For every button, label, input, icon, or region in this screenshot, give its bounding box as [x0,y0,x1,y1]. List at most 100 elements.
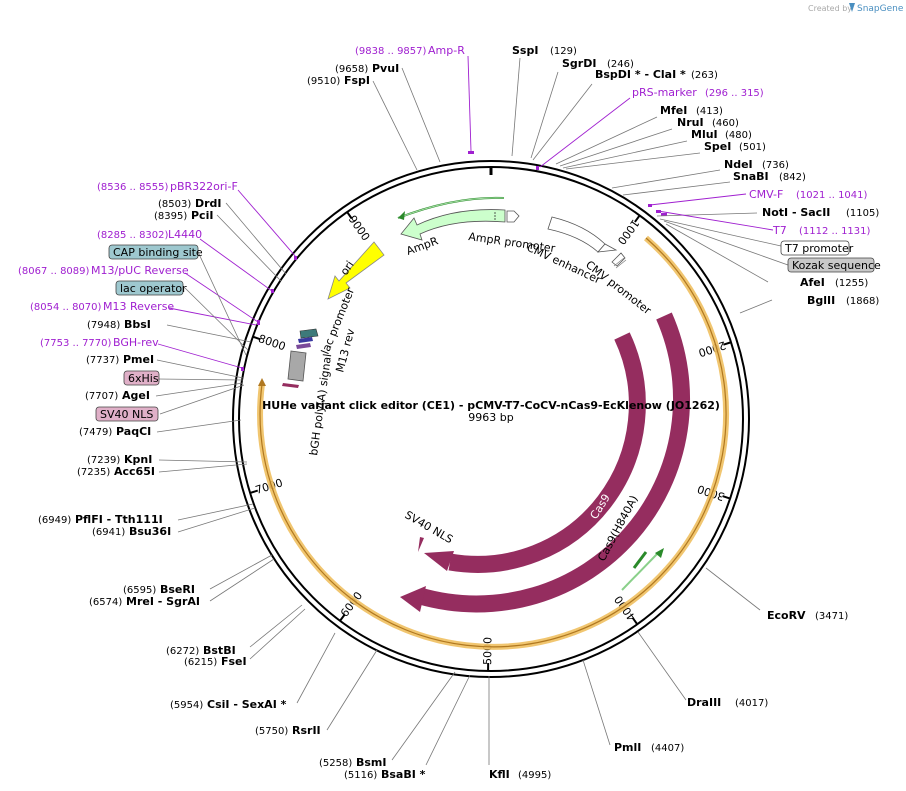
kozak-box[interactable]: Kozak sequence [787,257,881,273]
sv40-nls-box[interactable]: SV40 NLS [95,406,159,422]
ruler-tick-label: 8000 [257,332,288,353]
primer-label[interactable]: pRS-marker [632,86,697,99]
site-label[interactable]: NotI - SacII [762,206,830,219]
site-label[interactable]: BstBI [203,644,236,657]
sv40-nls-label: SV40 NLS [403,508,456,546]
lac-operator-mark [296,337,313,349]
site-pos: (460) [712,118,739,129]
6xhis-box[interactable]: 6xHis [123,370,160,386]
site-label[interactable]: DrdI [195,197,222,210]
cmv-enhancer-arrow[interactable] [547,216,618,253]
site-leader-lines [155,57,791,766]
site-label[interactable]: KflI [489,768,510,781]
site-pos: (5116) [344,770,377,781]
cmv-promoter-arrow[interactable] [611,252,627,269]
site-label[interactable]: FseI [221,655,247,668]
boxed-features: T7 promoter Kozak sequence CAP binding s… [95,240,881,422]
site-label[interactable]: PflFI - Tth111I [75,513,163,526]
site-pos: (1868) [846,296,879,307]
site-label[interactable]: BsmI [356,756,387,769]
site-pos: (7239) [87,455,120,466]
ori-arrow[interactable] [327,241,385,300]
site-pos: (9658) [335,64,368,75]
site-label[interactable]: AfeI [800,276,825,289]
site-label[interactable]: SpeI [704,140,731,153]
site-label[interactable]: PmlI [614,741,641,754]
site-label[interactable]: SnaBI [733,170,769,183]
site-label[interactable]: MluI [691,128,718,141]
primer-label[interactable]: pBR322ori-F [170,180,238,193]
site-pos: (9510) [307,76,340,87]
site-label[interactable]: KpnI [124,453,152,466]
primer-labels: (9838 .. 9857) Amp-R pRS-marker (296 .. … [18,44,871,349]
site-label[interactable]: MreI - SgrAI [126,595,200,608]
primer-marks [241,151,667,371]
box-label: T7 promoter [784,242,854,255]
orange-feature-arc [257,235,730,650]
primer-leader-lines [157,55,774,415]
box-label: 6xHis [128,372,159,385]
site-pos: (6949) [38,515,71,526]
site-label[interactable]: BseRI [160,583,195,596]
plasmid-name: HUHe variant click editor (CE1) - pCMV-T… [262,399,720,412]
box-label: lac operator [120,282,187,295]
primer-label[interactable]: Amp-R [428,44,465,57]
ampr-promoter-arrow[interactable] [506,210,520,223]
site-label[interactable]: PvuI [372,62,399,75]
site-pos: (1105) [846,208,879,219]
site-label[interactable]: BspDI * - ClaI * [595,68,686,81]
site-label[interactable]: NdeI [724,158,753,171]
cas9-h840a-arc[interactable] [400,312,691,613]
site-label[interactable]: MfeI [660,104,687,117]
site-pos: (7235) [77,467,110,478]
site-pos: (4017) [735,698,768,709]
primer-pos: (7753 .. 7770) [40,338,112,349]
site-label[interactable]: PciI [191,209,213,222]
site-label[interactable]: CsiI - SexAI * [207,698,287,711]
primer-label[interactable]: L4440 [168,228,202,241]
site-label[interactable]: Bsu36I [129,525,171,538]
site-label[interactable]: PmeI [123,353,154,366]
site-pos: (246) [607,59,634,70]
primer-label[interactable]: CMV-F [749,188,783,201]
site-label[interactable]: BbsI [124,318,151,331]
site-label[interactable]: Acc65I [114,465,155,478]
primer-pos: (1021 .. 1041) [796,190,868,201]
lac-operator-box[interactable]: lac operator [115,280,187,296]
primer-label[interactable]: M13 Reverse [103,300,174,313]
site-label[interactable]: SgrDI [562,57,596,70]
site-pos: (3471) [815,611,848,622]
cap-binding-box[interactable]: CAP binding site [108,244,203,260]
primer-label[interactable]: T7 [772,224,787,237]
primer-label[interactable]: M13/pUC Reverse [91,264,189,277]
t7-promoter-box[interactable]: T7 promoter [780,240,854,256]
site-label[interactable]: PaqCI [116,425,151,438]
lac-promoter-arrow[interactable] [299,328,319,339]
site-label[interactable]: BsaBI * [381,768,426,781]
site-label[interactable]: EcoRV [767,609,806,622]
site-label[interactable]: AgeI [122,389,150,402]
ruler-tick [634,214,641,223]
site-label[interactable]: RsrII [292,724,321,737]
site-pos: (129) [550,46,577,57]
site-label[interactable]: NruI [677,116,704,129]
site-pos: (480) [725,130,752,141]
site-label[interactable]: SspI [512,44,538,57]
site-pos: (7707) [85,391,118,402]
sv40-nls-arrow[interactable] [418,537,424,552]
site-pos: (6272) [166,646,199,657]
ruler-tick-label: 5000 [481,637,494,665]
ruler-tick [339,613,346,622]
site-pos: (5258) [319,758,352,769]
cas9-arc[interactable] [424,332,646,573]
site-label[interactable]: DraIII [687,696,721,709]
brand-name: SnapGene [857,4,904,14]
site-pos: (6941) [92,527,125,538]
ampr-arrow[interactable] [400,209,506,241]
site-pos: (263) [691,70,718,81]
primer-label[interactable]: BGH-rev [113,336,159,349]
site-label[interactable]: BglII [807,294,835,307]
site-label[interactable]: FspI [344,74,370,87]
bgh-polya-signal[interactable] [287,350,307,382]
